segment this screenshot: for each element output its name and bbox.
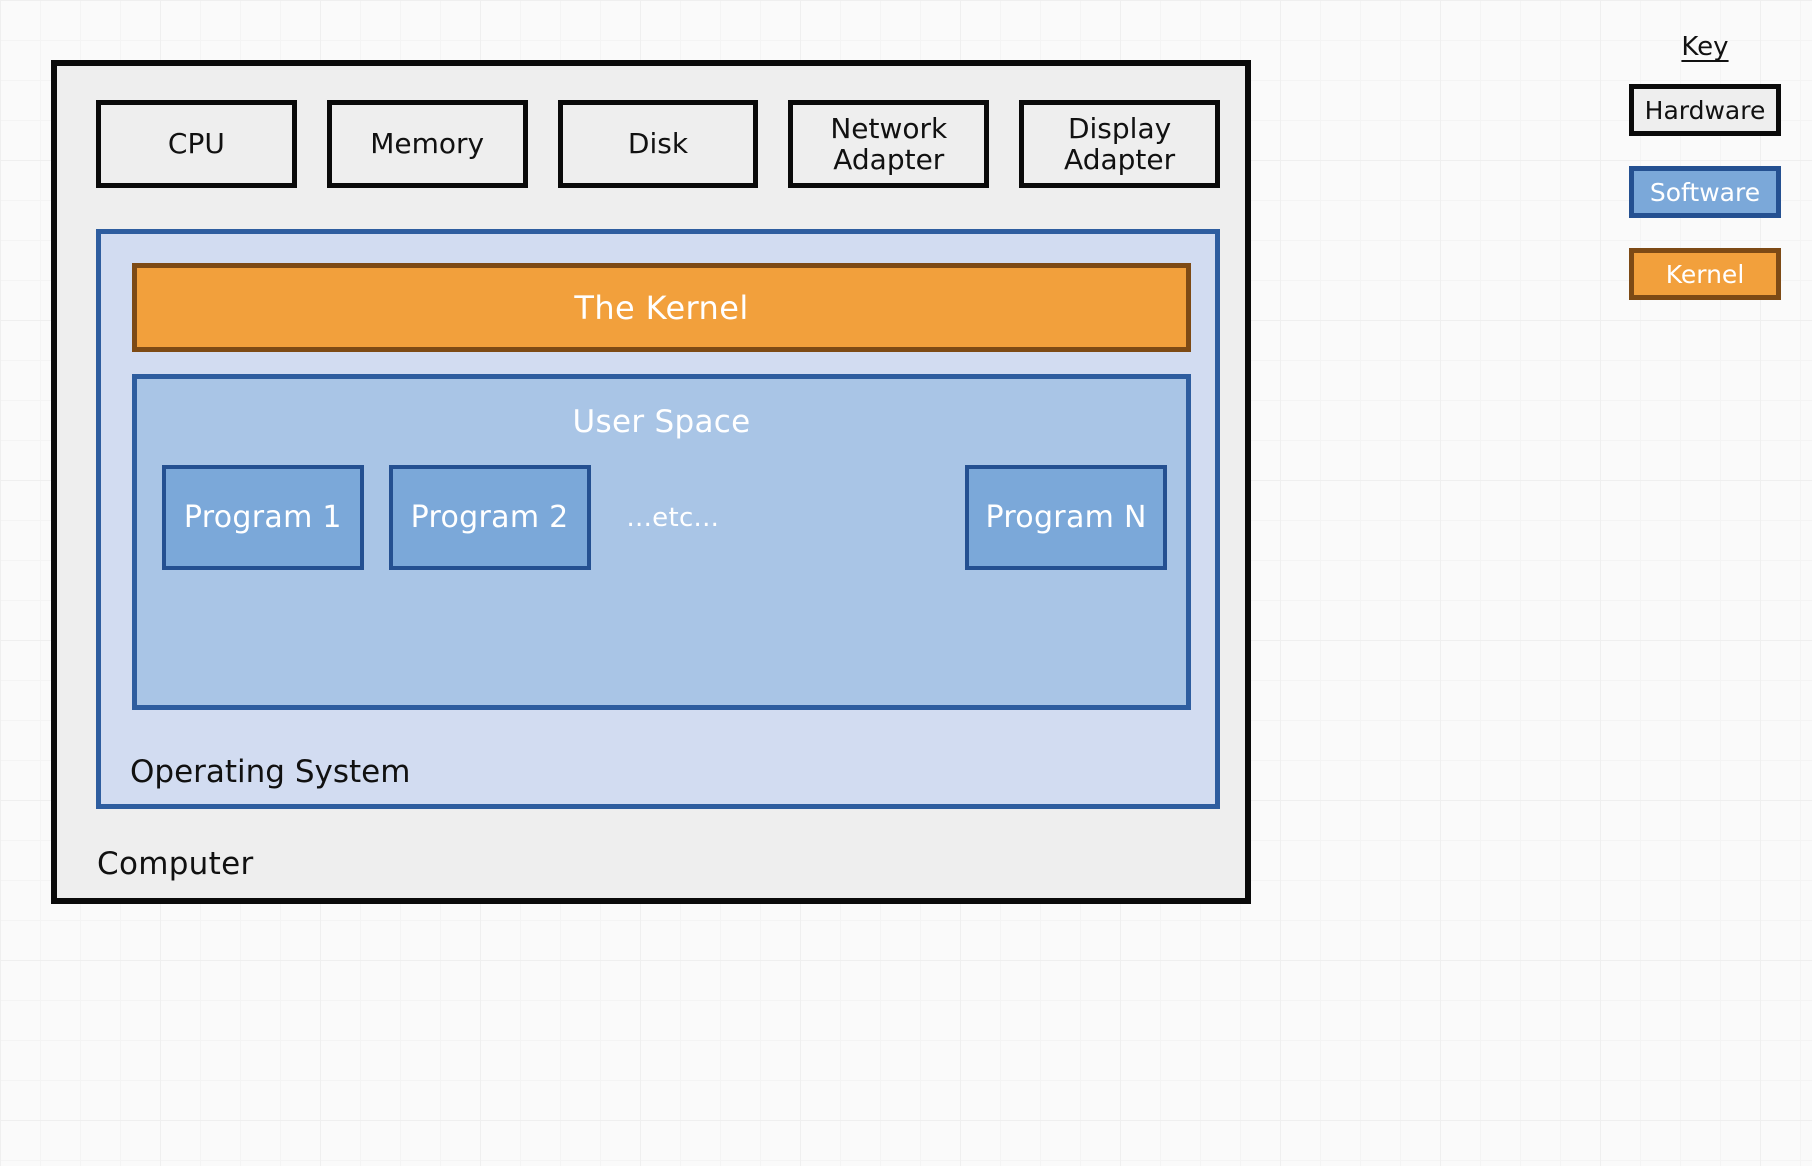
program-label-n: Program N bbox=[985, 500, 1147, 535]
program-label-1: Program 1 bbox=[183, 500, 342, 535]
programs-ellipsis-label: ...etc... bbox=[626, 502, 720, 533]
key-legend-panel: Key Hardware Software Kernel bbox=[1619, 32, 1791, 362]
operating-system-label: Operating System bbox=[130, 754, 411, 790]
program-box-2: Program 2 bbox=[388, 465, 591, 570]
hardware-box-display-adapter: Display Adapter bbox=[1019, 100, 1220, 188]
user-space-container: User Space Program 1 Program 2 ...etc...… bbox=[132, 374, 1191, 710]
program-box-1: Program 1 bbox=[162, 465, 364, 570]
kernel-label: The Kernel bbox=[574, 288, 749, 327]
program-row: Program 1 Program 2 ...etc... Program N bbox=[162, 465, 1167, 570]
hardware-box-disk: Disk bbox=[557, 100, 759, 188]
kernel-bar: The Kernel bbox=[132, 263, 1191, 352]
program-label-2: Program 2 bbox=[410, 500, 569, 535]
hardware-component-row: CPU Memory Disk Network Adapter Display … bbox=[96, 100, 1220, 188]
key-item-software: Software bbox=[1629, 166, 1781, 218]
computer-label: Computer bbox=[97, 846, 254, 882]
hardware-box-memory: Memory bbox=[326, 100, 528, 188]
operating-system-container: The Kernel User Space Program 1 Program … bbox=[96, 229, 1220, 809]
user-space-title: User Space bbox=[572, 404, 751, 440]
key-title: Key bbox=[1681, 32, 1729, 62]
hardware-box-network-adapter: Network Adapter bbox=[788, 100, 990, 188]
hardware-box-cpu: CPU bbox=[96, 100, 297, 188]
program-box-n: Program N bbox=[965, 465, 1167, 570]
key-item-kernel: Kernel bbox=[1629, 248, 1781, 300]
key-item-hardware: Hardware bbox=[1629, 84, 1781, 136]
computer-container: CPU Memory Disk Network Adapter Display … bbox=[51, 60, 1251, 904]
